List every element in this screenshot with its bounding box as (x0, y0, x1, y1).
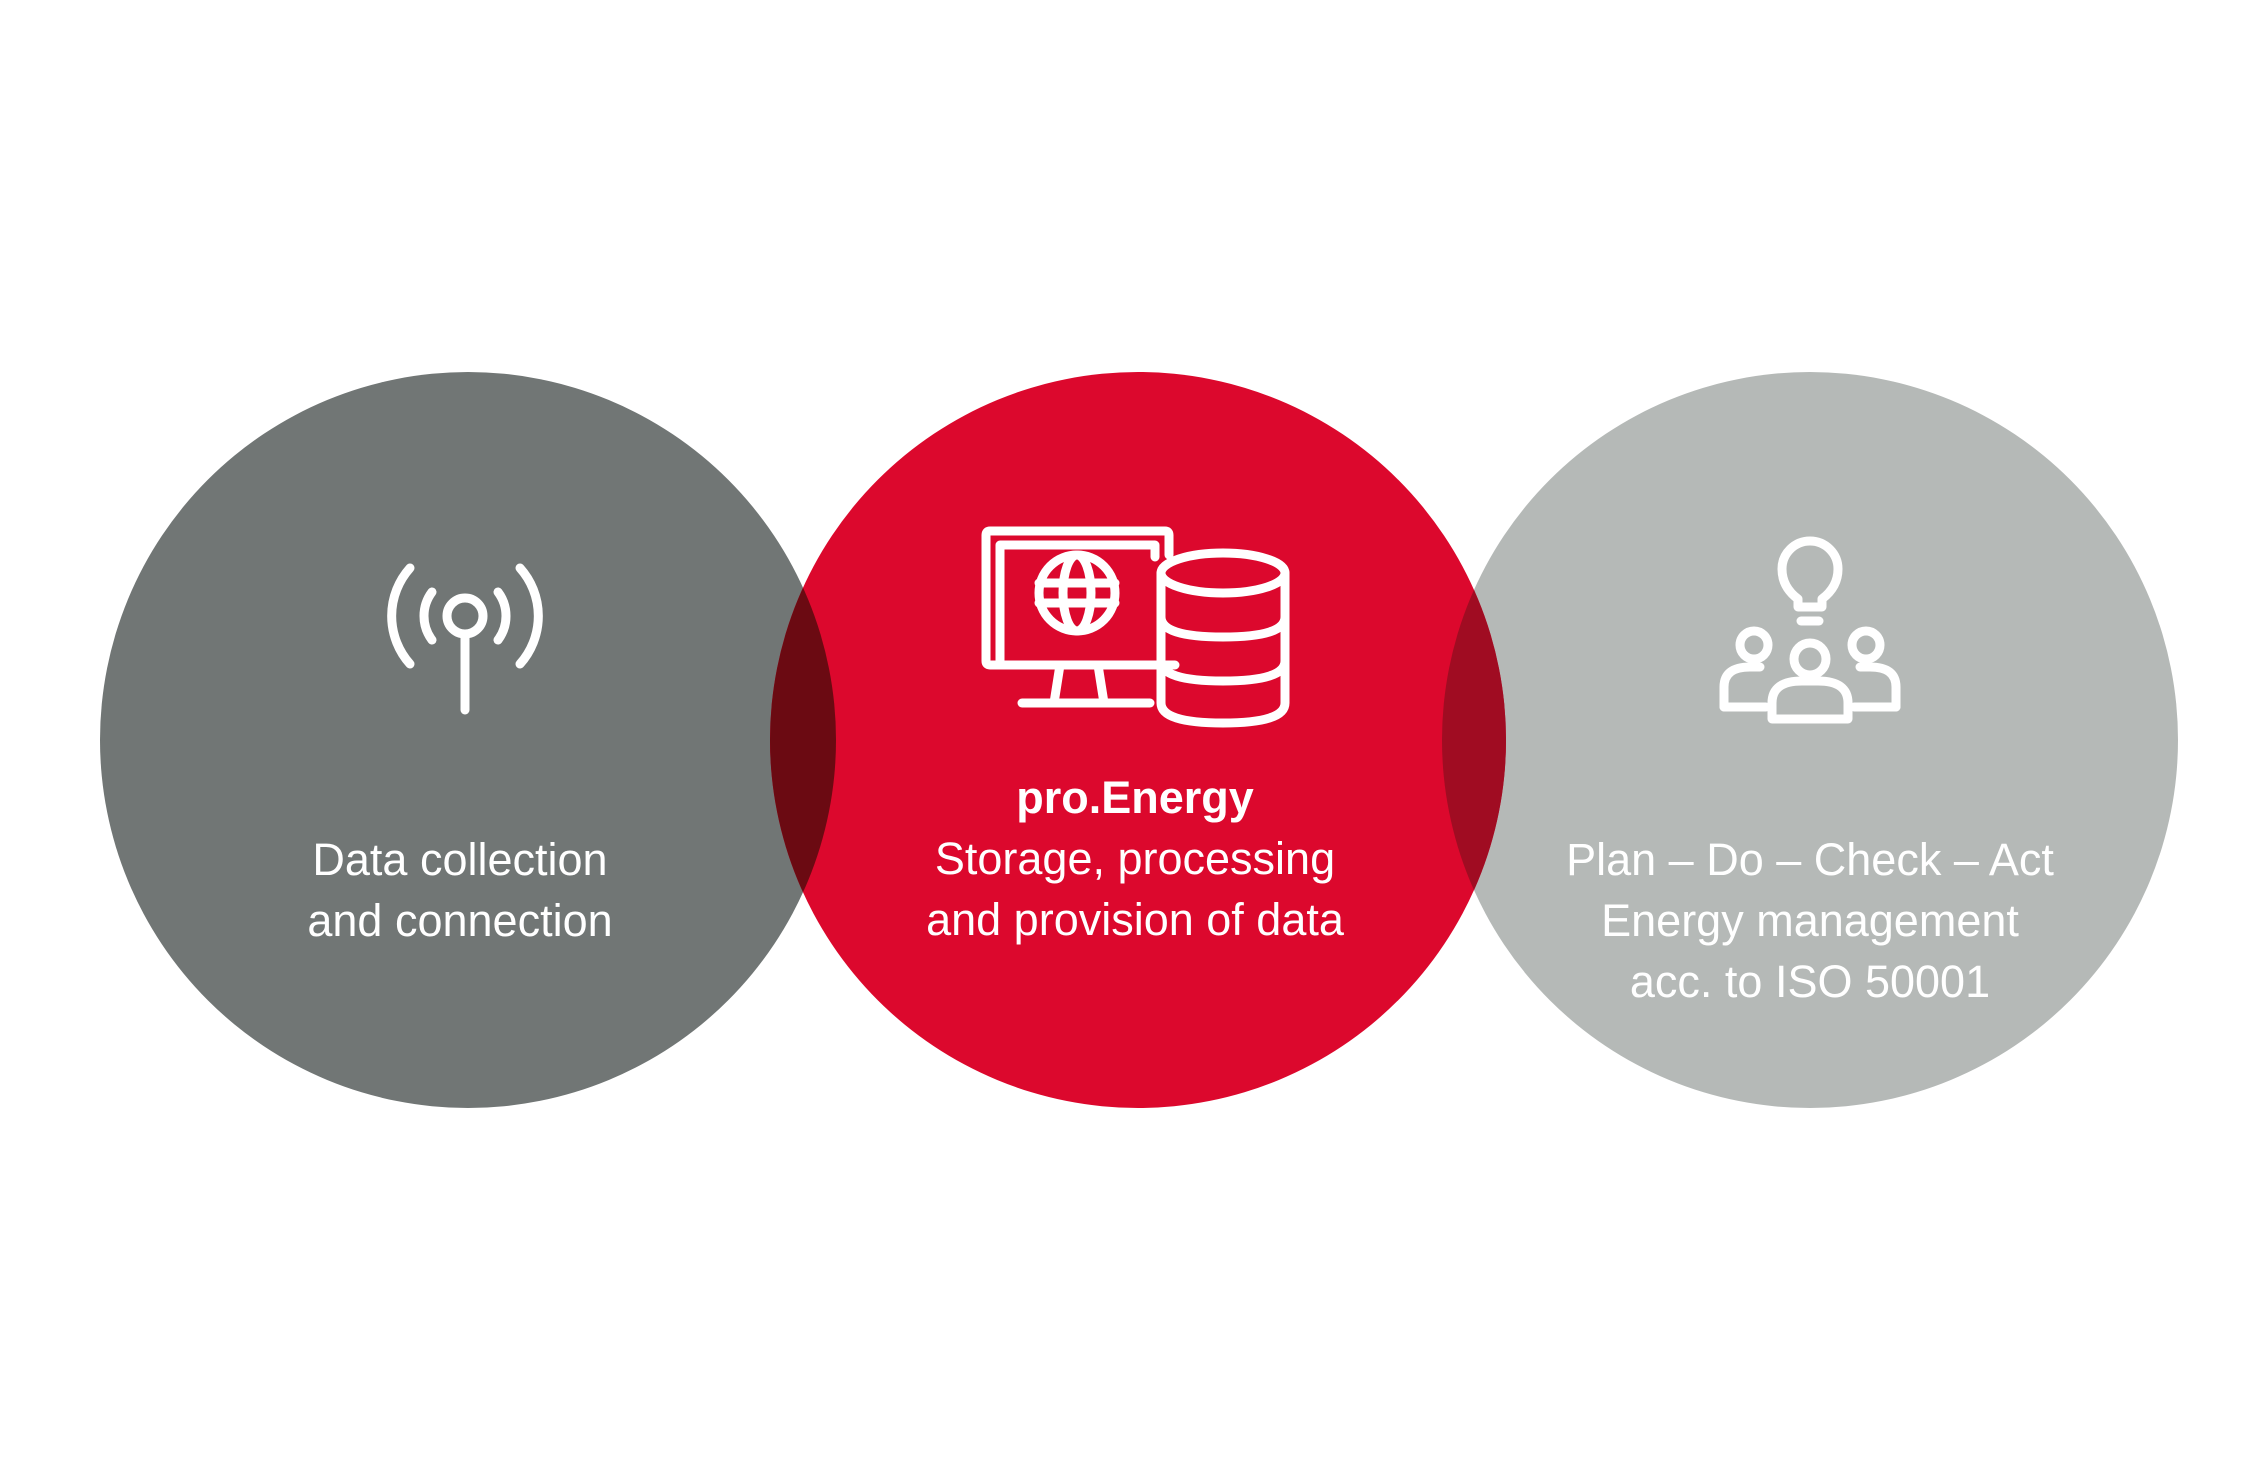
center-title: pro.Energy (1016, 772, 1254, 823)
left-circle (100, 372, 836, 1108)
left-text-block: Data collection and connection (160, 829, 760, 951)
monitor-globe-database-icon (981, 526, 1290, 728)
antenna-signal-icon (387, 563, 543, 715)
right-text-block: Plan – Do – Check – Act Energy managemen… (1510, 829, 2110, 1012)
center-text-block: pro.Energy Storage, processing and provi… (835, 767, 1435, 950)
left-line-2: and connection (307, 895, 613, 946)
center-line-2: and provision of data (926, 894, 1344, 945)
right-line-3: acc. to ISO 50001 (1629, 956, 1991, 1007)
right-line-2: Energy management (1601, 895, 2019, 946)
left-line-1: Data collection (312, 834, 608, 885)
team-idea-icon (1719, 536, 1901, 724)
right-line-1: Plan – Do – Check – Act (1566, 834, 2054, 885)
center-circle (770, 372, 1506, 1108)
center-line-1: Storage, processing (934, 833, 1336, 884)
right-circle (1442, 372, 2178, 1108)
